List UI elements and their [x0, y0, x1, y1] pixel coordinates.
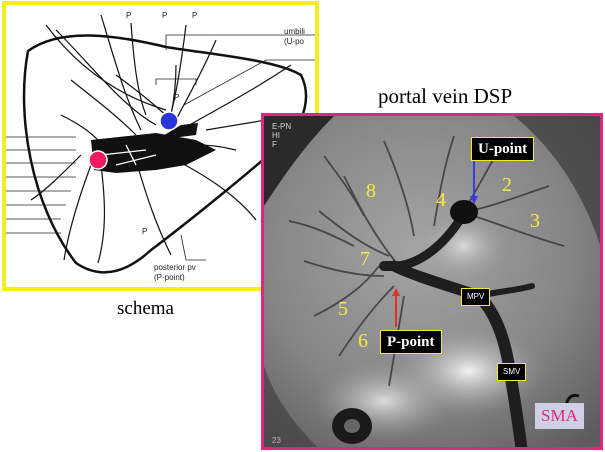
- schema-caption: schema: [117, 298, 174, 319]
- schema-label-p-center: P: [174, 93, 180, 102]
- schema-label-p-bottom: P: [142, 227, 148, 236]
- corner-text-2: HI: [272, 131, 280, 140]
- u-point-marker: [159, 111, 179, 131]
- schema-label-p-point: (P-point): [154, 273, 185, 282]
- segment-label-7: 7: [360, 248, 370, 270]
- angiogram-image: [264, 116, 600, 447]
- segment-label-6: 6: [358, 330, 368, 352]
- mpv-label: MPV: [461, 288, 491, 306]
- liver-schema-drawing: [6, 14, 315, 274]
- u-point-label: U-point: [471, 137, 535, 161]
- segment-label-4: 4: [436, 189, 446, 211]
- p-point-label: P-point: [380, 330, 442, 354]
- schema-label-p-top-left: P: [126, 11, 132, 20]
- smv-label: SMV: [497, 363, 527, 381]
- corner-text-1: E-PN: [272, 122, 292, 131]
- schema-label-posterior-pv: posterior pv: [154, 263, 196, 272]
- schema-label-umbilical: umbili: [284, 27, 305, 36]
- p-point-marker: [88, 150, 108, 170]
- sma-label: SMA: [535, 403, 584, 429]
- schema-label-p-top-mid: P: [162, 11, 168, 20]
- segment-label-5: 5: [338, 298, 348, 320]
- frame-number: 23: [272, 436, 281, 445]
- angiogram-title: portal vein DSP: [378, 84, 513, 108]
- schema-label-u-point: (U-po: [284, 37, 305, 46]
- schema-label-p-top-right: P: [192, 11, 198, 20]
- portal-vein-angiogram: E-PN HI F 8 4 2 3 7 5 6 U-point P-point …: [261, 113, 603, 450]
- segment-label-8: 8: [366, 180, 376, 202]
- segment-label-2: 2: [502, 174, 512, 196]
- corner-text-3: F: [272, 140, 277, 149]
- segment-label-3: 3: [530, 210, 540, 232]
